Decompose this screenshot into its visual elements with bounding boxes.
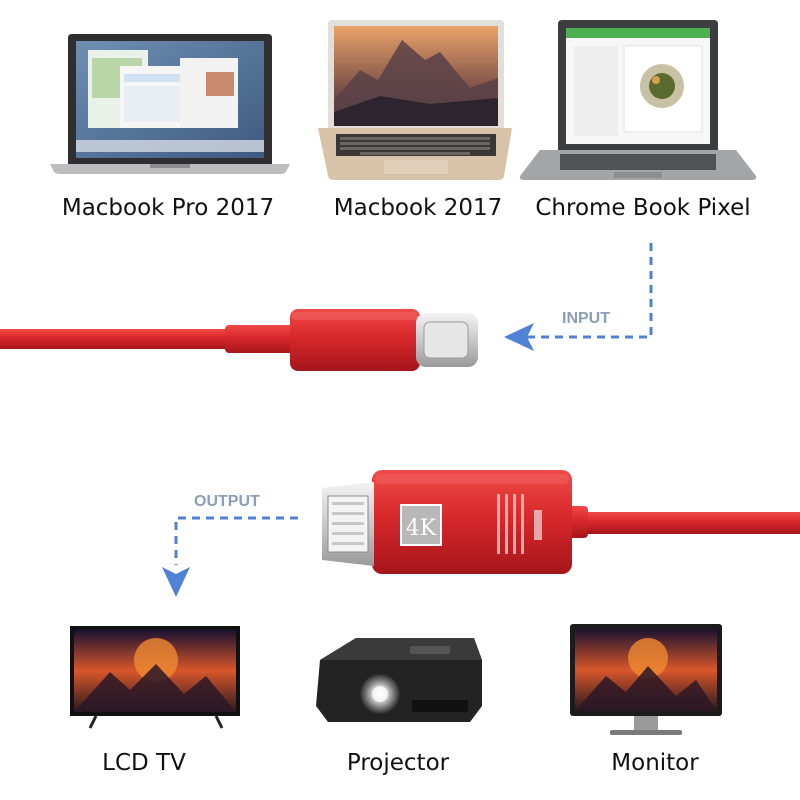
output-label: OUTPUT [194,493,260,510]
display-label-projector: Projector [347,750,450,776]
adapter-4k-badge: 4K [406,516,437,541]
projector-icon [316,638,482,722]
usb-c-cable-icon [0,309,478,371]
input-flow-dashed-line [522,243,653,339]
source-label-macbook-pro-2017: Macbook Pro 2017 [62,195,274,221]
chromebook-pixel-laptop-icon [519,20,757,180]
output-flow-dashed-line [174,516,298,565]
hdmi-adapter-icon [322,470,800,574]
lcd-tv-icon [70,626,240,729]
input-label: INPUT [562,310,610,327]
display-label-lcd-tv: LCD TV [102,750,186,776]
macbook-pro-2017-laptop-icon [50,34,290,174]
macbook-2017-laptop-icon [318,20,512,180]
input-arrow-icon [504,323,534,351]
source-label-chrome-book-pixel: Chrome Book Pixel [535,195,750,221]
output-arrow-icon [162,567,190,597]
display-label-monitor: Monitor [611,750,699,776]
monitor-icon [570,624,722,735]
source-label-macbook-2017: Macbook 2017 [334,195,503,221]
